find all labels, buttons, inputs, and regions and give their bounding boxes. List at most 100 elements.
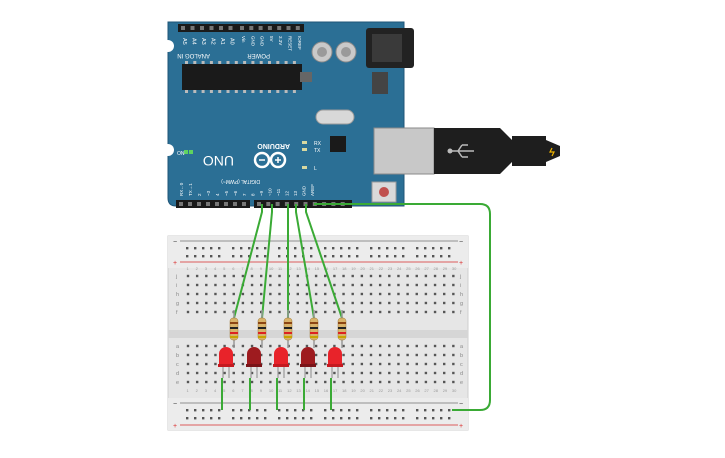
rail-hole[interactable] (264, 255, 267, 258)
resistor[interactable] (283, 310, 293, 348)
rail-hole[interactable] (294, 409, 297, 412)
power-pin-socket[interactable] (258, 26, 263, 30)
breadboard-hole[interactable] (342, 362, 345, 366)
wire-pin9[interactable] (233, 204, 263, 319)
rail-hole[interactable] (394, 417, 397, 420)
led[interactable] (300, 347, 316, 378)
rail-hole[interactable] (302, 247, 305, 250)
breadboard-hole[interactable] (205, 362, 208, 366)
breadboard-hole[interactable] (214, 353, 217, 357)
breadboard-hole[interactable] (406, 371, 409, 375)
breadboard-hole[interactable] (342, 380, 345, 384)
rail-hole[interactable] (332, 255, 335, 258)
rail-hole[interactable] (340, 247, 343, 250)
breadboard-hole[interactable] (223, 310, 226, 314)
breadboard-hole[interactable] (443, 380, 446, 384)
analog-header[interactable] (178, 24, 240, 32)
rail-hole[interactable] (194, 417, 197, 420)
breadboard-hole[interactable] (250, 310, 254, 314)
breadboard-hole[interactable] (415, 310, 418, 314)
breadboard-hole[interactable] (424, 353, 428, 357)
breadboard-hole[interactable] (305, 301, 309, 305)
breadboard-hole[interactable] (232, 353, 235, 357)
analog-pin-socket[interactable] (219, 26, 223, 30)
breadboard-hole[interactable] (333, 274, 336, 278)
breadboard-hole[interactable] (269, 301, 272, 305)
breadboard-hole[interactable] (250, 344, 254, 348)
rail-hole[interactable] (210, 417, 213, 420)
breadboard-hole[interactable] (397, 362, 400, 366)
breadboard-hole[interactable] (195, 283, 199, 287)
breadboard-hole[interactable] (443, 344, 446, 348)
rail-hole[interactable] (448, 247, 451, 250)
breadboard-hole[interactable] (415, 380, 418, 384)
breadboard-hole[interactable] (205, 274, 208, 278)
breadboard-hole[interactable] (406, 310, 409, 314)
rail-hole[interactable] (256, 409, 259, 412)
digital-header-low[interactable] (176, 200, 250, 208)
breadboard-hole[interactable] (433, 380, 437, 384)
rail-hole[interactable] (210, 255, 213, 258)
rail-hole[interactable] (256, 255, 259, 258)
rail-hole[interactable] (278, 409, 281, 412)
breadboard-hole[interactable] (378, 353, 382, 357)
rail-hole[interactable] (202, 247, 205, 250)
breadboard-hole[interactable] (369, 371, 373, 375)
breadboard-hole[interactable] (333, 310, 336, 314)
breadboard-hole[interactable] (424, 371, 428, 375)
breadboard-hole[interactable] (214, 274, 217, 278)
digital-pin-socket[interactable] (224, 202, 228, 206)
rail-hole[interactable] (378, 247, 381, 250)
breadboard-hole[interactable] (214, 310, 217, 314)
breadboard-hole[interactable] (415, 301, 418, 305)
breadboard-hole[interactable] (351, 292, 354, 296)
breadboard-hole[interactable] (241, 310, 245, 314)
breadboard-hole[interactable] (342, 310, 345, 314)
breadboard-hole[interactable] (278, 301, 281, 305)
rail-hole[interactable] (218, 409, 221, 412)
breadboard-hole[interactable] (250, 371, 254, 375)
breadboard-hole[interactable] (269, 344, 272, 348)
breadboard-hole[interactable] (296, 344, 299, 348)
rail-hole[interactable] (210, 247, 213, 250)
breadboard-hole[interactable] (406, 274, 409, 278)
rail-hole[interactable] (386, 417, 389, 420)
rail-hole[interactable] (340, 255, 343, 258)
breadboard-hole[interactable] (415, 362, 418, 366)
breadboard-hole[interactable] (342, 301, 345, 305)
rail-hole[interactable] (332, 409, 335, 412)
rail-hole[interactable] (432, 417, 435, 420)
breadboard-hole[interactable] (186, 380, 190, 384)
rail-hole[interactable] (186, 255, 189, 258)
breadboard-hole[interactable] (452, 371, 455, 375)
led[interactable] (273, 347, 289, 378)
breadboard-hole[interactable] (241, 344, 245, 348)
breadboard-hole[interactable] (360, 380, 364, 384)
breadboard-hole[interactable] (205, 344, 208, 348)
breadboard-hole[interactable] (433, 310, 437, 314)
wire-pin12[interactable] (295, 204, 315, 319)
breadboard-hole[interactable] (260, 292, 263, 296)
wire-pin13[interactable] (305, 204, 343, 319)
breadboard-hole[interactable] (406, 292, 409, 296)
breadboard-hole[interactable] (296, 371, 299, 375)
breadboard-hole[interactable] (278, 292, 281, 296)
breadboard-hole[interactable] (342, 283, 345, 287)
breadboard-hole[interactable] (269, 362, 272, 366)
rail-hole[interactable] (218, 417, 221, 420)
breadboard-hole[interactable] (433, 362, 437, 366)
rail-hole[interactable] (370, 409, 373, 412)
breadboard-hole[interactable] (314, 353, 318, 357)
rail-hole[interactable] (218, 247, 221, 250)
digital-pin-socket[interactable] (215, 202, 219, 206)
breadboard-hole[interactable] (214, 283, 217, 287)
breadboard-hole[interactable] (351, 283, 354, 287)
breadboard-hole[interactable] (250, 380, 254, 384)
breadboard-hole[interactable] (378, 292, 382, 296)
rail-hole[interactable] (416, 409, 419, 412)
rail-hole[interactable] (186, 409, 189, 412)
breadboard-hole[interactable] (406, 362, 409, 366)
rail-hole[interactable] (340, 409, 343, 412)
breadboard-hole[interactable] (351, 301, 354, 305)
led[interactable] (218, 347, 234, 378)
